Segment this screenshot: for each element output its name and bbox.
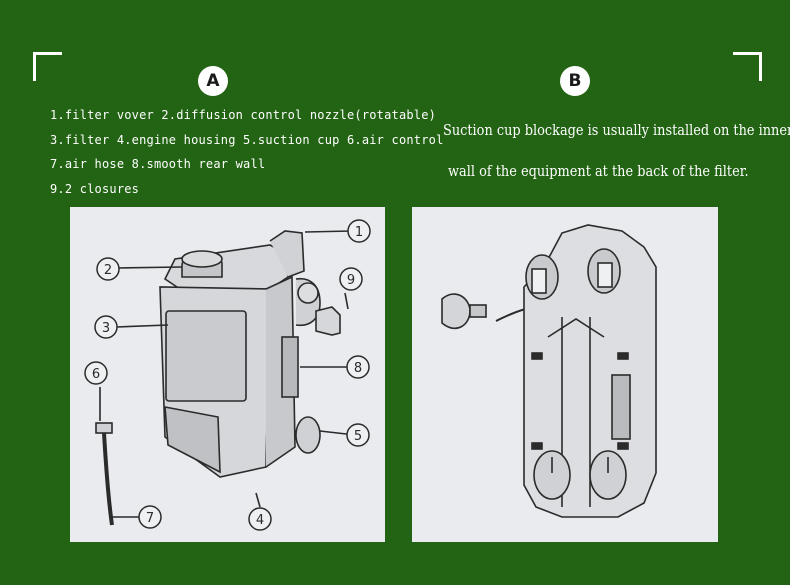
filter-rear-diagram	[441, 224, 657, 518]
callout-6-circle	[84, 361, 108, 385]
callout-8-circle	[346, 355, 370, 379]
panel-a-diagram: 1 2 3 4 5 6 7 8 9	[70, 207, 385, 542]
legend-line-4: 9.2 closures	[50, 182, 140, 196]
callout-4-label: 4	[256, 513, 264, 528]
suction-cup-icon	[441, 293, 471, 329]
callout-2-label: 2	[104, 263, 112, 278]
panel-b-diagram	[412, 207, 718, 542]
callout-3-circle	[94, 315, 118, 339]
legend-line-1: 1.filter vover 2.diffusion control nozzl…	[50, 108, 437, 122]
callout-5-circle	[346, 423, 370, 447]
corner-bracket-right	[733, 52, 762, 81]
callout-4-circle	[248, 507, 272, 531]
callout-6-label: 6	[92, 367, 100, 382]
callout-8-label: 8	[354, 361, 362, 376]
callout-7-label: 7	[146, 511, 154, 526]
section-b-badge: B	[560, 66, 590, 96]
callout-9-circle	[339, 267, 363, 291]
callout-1-circle	[347, 219, 371, 243]
callout-5-label: 5	[354, 429, 362, 444]
callout-1-label: 1	[355, 225, 363, 240]
note-line-2: wall of the equipment at the back of the…	[448, 162, 749, 180]
callout-7-circle	[138, 505, 162, 529]
legend-line-3: 7.air hose 8.smooth rear wall	[50, 157, 266, 171]
legend-line-2: 3.filter 4.engine housing 5.suction cup …	[50, 133, 444, 147]
corner-bracket-left	[33, 52, 62, 81]
callout-2-circle	[96, 257, 120, 281]
filter-diagram: 1 2 3 4 5 6 7 8 9	[84, 219, 371, 531]
callout-9-label: 9	[347, 273, 355, 288]
note-line-1: Suction cup blockage is usually installe…	[443, 121, 790, 139]
callout-3-label: 3	[102, 321, 110, 336]
section-a-badge: A	[198, 66, 228, 96]
